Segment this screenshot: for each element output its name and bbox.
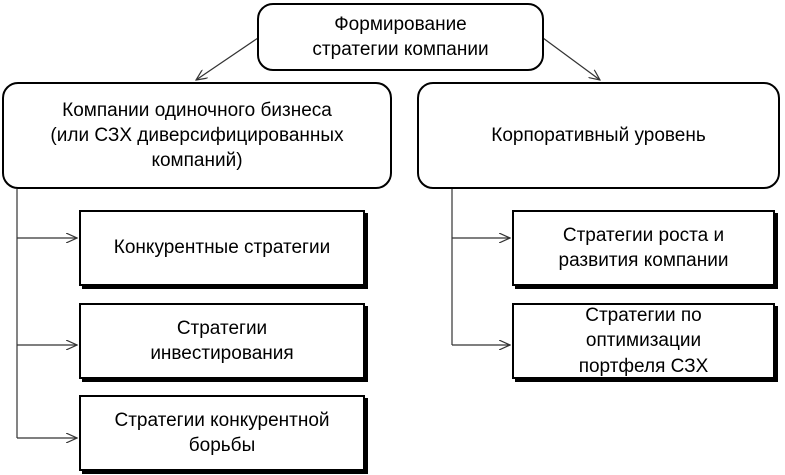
node-competitive-strategies-text: Конкурентные стратегии <box>113 237 331 259</box>
node-root: Формирование стратегии компании <box>257 3 544 71</box>
node-investment-strategies-text: Стратегии инвестирования <box>150 317 294 364</box>
node-single-business-text: Компании одиночного бизнеса (или СЗХ див… <box>50 99 344 172</box>
arrow-root-to-right <box>542 37 600 80</box>
node-single-business: Компании одиночного бизнеса (или СЗХ див… <box>2 82 392 189</box>
arrow-root-to-left <box>196 37 259 80</box>
node-competitive-strategies: Конкурентные стратегии <box>79 210 365 286</box>
node-competition-strategies-text: Стратегии конкурентной борьбы <box>114 409 330 456</box>
node-competition-strategies: Стратегии конкурентной борьбы <box>79 395 365 471</box>
node-corporate-level: Корпоративный уровень <box>417 82 780 189</box>
node-growth-strategies-text: Стратегии роста и развития компании <box>558 224 729 271</box>
node-root-text: Формирование стратегии компании <box>312 13 489 60</box>
node-portfolio-optimization: Стратегии по оптимизации портфеля СЗХ <box>512 303 775 379</box>
node-investment-strategies: Стратегии инвестирования <box>79 303 365 379</box>
node-growth-strategies: Стратегии роста и развития компании <box>512 210 775 286</box>
node-portfolio-optimization-text: Стратегии по оптимизации портфеля СЗХ <box>578 305 709 377</box>
node-corporate-level-text: Корпоративный уровень <box>491 124 706 146</box>
